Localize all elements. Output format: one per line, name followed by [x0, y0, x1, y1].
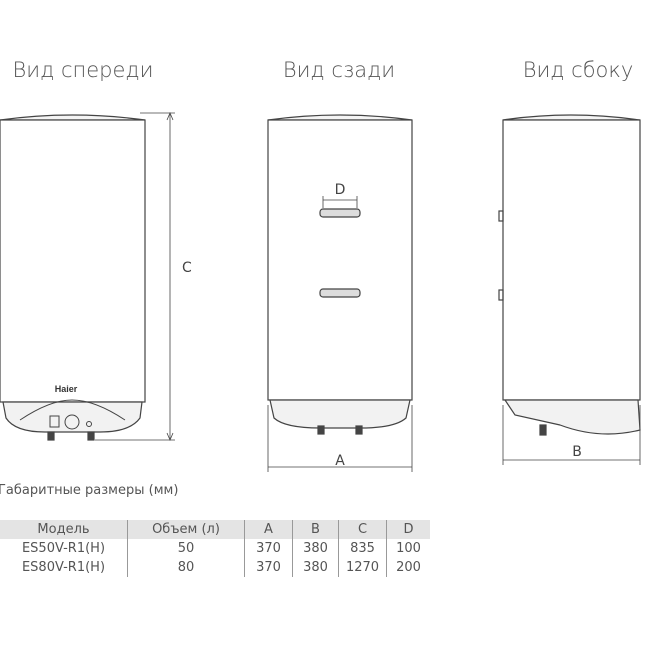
side-view-drawing	[498, 114, 641, 465]
table-row: ES50V-R1(H) 50 370 380 835 100	[0, 539, 430, 558]
header-c: C	[338, 520, 387, 539]
dimension-b-label: B	[572, 444, 582, 460]
brand-logo: Haier	[55, 384, 78, 394]
dimension-a-label: A	[335, 453, 345, 469]
header-b: B	[292, 520, 339, 539]
cell-model: ES50V-R1(H)	[21, 541, 106, 556]
table-header-row: Модель Объем (л) A B C D	[0, 520, 430, 539]
dimensions-table: Модель Объем (л) A B C D ES50V-R1(H) 50 …	[0, 520, 430, 577]
cell-d: 200	[386, 558, 430, 577]
dimensions-caption: Габаритные размеры (мм)	[0, 483, 179, 498]
cell-a: 370	[244, 539, 293, 558]
back-view-title: Вид сзади	[282, 58, 396, 82]
drawings: Haier C D A B	[0, 111, 641, 472]
front-view-drawing: Haier	[0, 111, 175, 442]
dimension-c-label: C	[182, 260, 192, 276]
header-model: Модель	[0, 520, 128, 539]
header-a: A	[244, 520, 293, 539]
cell-b: 380	[292, 539, 339, 558]
side-view-title: Вид сбоку	[522, 58, 634, 82]
header-d: D	[386, 520, 430, 539]
front-view-title: Вид спереди	[12, 58, 154, 82]
cell-model: ES80V-R1(H)	[21, 560, 106, 575]
back-view-drawing	[267, 114, 413, 472]
table-row: ES80V-R1(H) 80 370 380 1270 200	[0, 558, 430, 577]
header-volume: Объем (л)	[127, 520, 245, 539]
cell-d: 100	[386, 539, 430, 558]
cell-volume: 80	[127, 558, 245, 577]
cell-c: 835	[338, 539, 387, 558]
cell-a: 370	[244, 558, 293, 577]
cell-volume: 50	[127, 539, 245, 558]
cell-b: 380	[292, 558, 339, 577]
dimension-d-label: D	[335, 182, 346, 198]
cell-c: 1270	[338, 558, 387, 577]
